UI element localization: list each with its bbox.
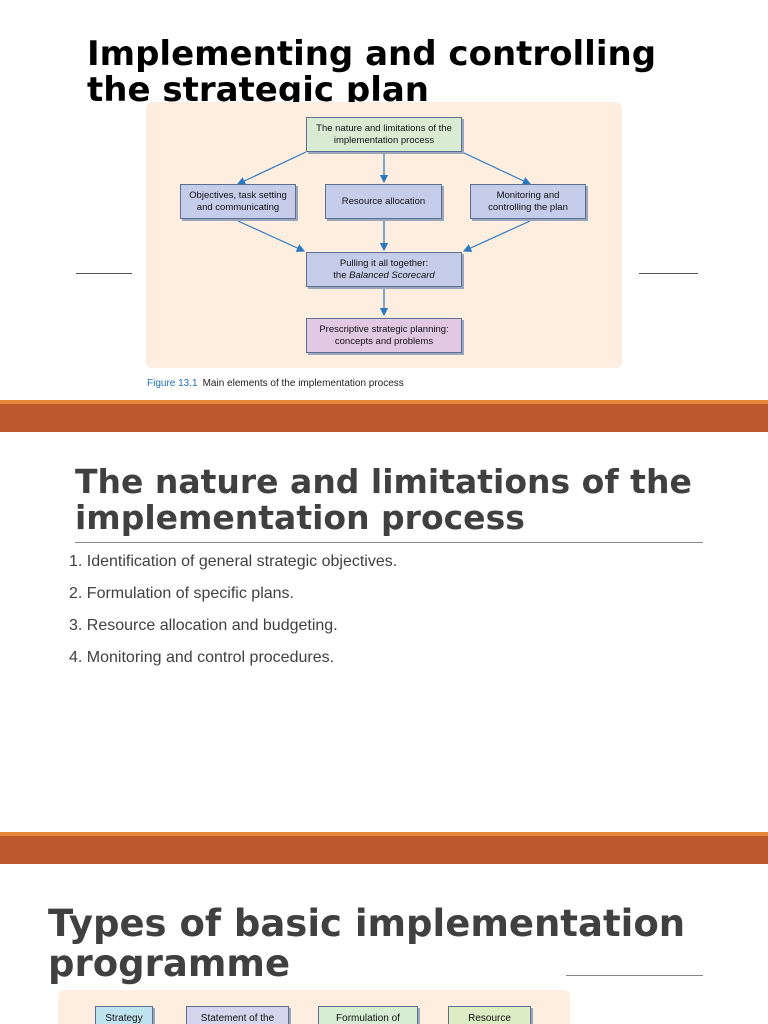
slide-2: The nature and limitations of the implem… <box>0 432 768 832</box>
box-balanced-scorecard: Pulling it all together: the Balanced Sc… <box>306 252 462 287</box>
slide-1: Implementing and controlling the strateg… <box>0 0 768 400</box>
separator-stripe <box>0 400 768 404</box>
figure-number: Figure 13.1 <box>147 378 198 389</box>
box-objectives: Objectives, task setting and communicati… <box>180 184 296 219</box>
diagram-arrows <box>236 151 532 317</box>
pulling-line1: Pulling it all together: <box>339 257 429 269</box>
divider-left <box>76 273 132 274</box>
box-formulation: Formulation of <box>318 1006 418 1024</box>
arrow-top-to-right <box>461 151 532 185</box>
slide-3: Types of basic implementation programme … <box>0 864 768 1024</box>
list-item: 4. Monitoring and control procedures. <box>69 649 335 666</box>
slide-title: Implementing and controlling the strateg… <box>87 34 657 110</box>
arrow-right-icon: ▸ <box>174 1022 178 1024</box>
arrow-right-icon: ▸ <box>306 1022 310 1024</box>
box-resource-allocation: Resource allocation <box>325 184 442 219</box>
box-monitoring: Monitoring and controlling the plan <box>470 184 586 219</box>
title-underline <box>75 542 703 543</box>
arrow-left-to-pulling <box>237 220 306 252</box>
slide-title: Types of basic implementation programme <box>48 902 686 985</box>
slide-separator-band <box>0 832 768 864</box>
separator-stripe <box>0 832 768 836</box>
box-prescriptive: Prescriptive strategic planning: concept… <box>306 318 462 353</box>
arrow-right-icon: ▸ <box>437 1022 441 1024</box>
objectives-list: 1. Identification of general strategic o… <box>69 550 397 678</box>
slide-title: The nature and limitations of the implem… <box>75 462 692 537</box>
arrow-right-to-pulling <box>462 220 531 252</box>
implementation-diagram: The nature and limitations of the implem… <box>146 102 622 368</box>
list-item: 2. Formulation of specific plans. <box>69 585 294 602</box>
list-item: 3. Resource allocation and budgeting. <box>69 617 338 634</box>
box-strategy: Strategy <box>95 1006 153 1024</box>
figure-caption: Figure 13.1 Main elements of the implemen… <box>147 378 404 389</box>
title-underline <box>566 975 703 976</box>
figure-caption-text: Main elements of the implementation proc… <box>202 378 404 389</box>
box-statement: Statement of the <box>186 1006 289 1024</box>
divider-right <box>639 273 698 274</box>
box-nature-limitations: The nature and limitations of the implem… <box>306 117 462 152</box>
pulling-line2: the Balanced Scorecard <box>333 269 435 281</box>
slide-separator-band <box>0 400 768 432</box>
arrow-top-to-left <box>236 151 307 185</box>
list-item: 1. Identification of general strategic o… <box>69 553 398 570</box>
box-resource: Resource <box>448 1006 531 1024</box>
